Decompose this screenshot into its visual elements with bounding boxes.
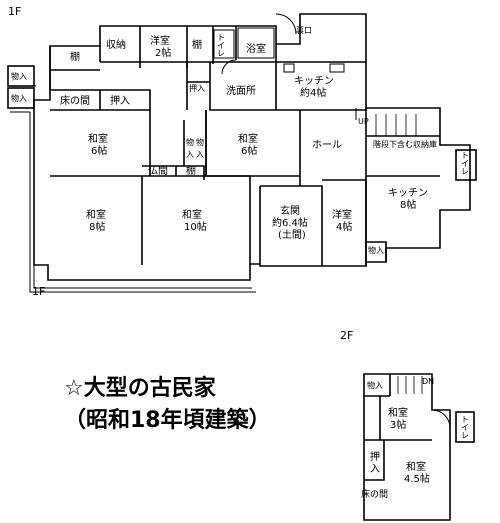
- room-oshiire-b: 押入: [189, 84, 205, 93]
- room-washitsu8-size: 8帖: [89, 222, 106, 233]
- room-kitchen8-name: キッチン: [388, 188, 428, 199]
- room-kaidan-storage: 階段下含む収納庫: [373, 140, 437, 149]
- bath: [237, 27, 275, 59]
- room-monoire-right: 物入: [368, 246, 384, 255]
- room-yoshitsu4-size: 4帖: [336, 222, 353, 233]
- room-tana-top: 棚: [192, 40, 202, 51]
- room-2f-washitsu3-name: 和室: [388, 408, 408, 419]
- outer-wall-1f: [33, 13, 471, 281]
- room-tana-left: 棚: [70, 52, 80, 63]
- toilet-2f: [455, 411, 475, 443]
- toilet-right-1f: [455, 149, 477, 181]
- room-kitchen4-size: 約4帖: [300, 88, 327, 99]
- caption-title: ☆大型の古民家: [64, 376, 216, 401]
- floor-label-1f-bottom: 1F: [32, 285, 46, 298]
- room-2f-tokonoma: 床の間: [361, 490, 389, 500]
- room-genkan-note: (土間): [278, 230, 306, 241]
- room-butsuma: 仏間: [148, 166, 168, 177]
- room-monoire-2: 物入: [11, 94, 27, 103]
- room-monoire-small2-b: 入: [196, 150, 204, 159]
- room-tokonoma: 床の間: [60, 96, 90, 107]
- room-monoire-1: 物入: [11, 72, 27, 81]
- veranda-line: [29, 100, 256, 293]
- outer-wall-2f: [363, 373, 451, 521]
- room-yoshitsu2-name: 洋室: [150, 36, 170, 47]
- room-2f-washitsu45-name: 和室: [406, 462, 426, 473]
- toilet-top: [213, 29, 235, 59]
- room-toilet-top: トイレ: [217, 33, 225, 58]
- room-yokushitsu: 浴室: [246, 44, 266, 55]
- room-washitsu10-name: 和室: [182, 210, 202, 221]
- sink: [283, 63, 295, 73]
- storage-left-1: [7, 65, 35, 87]
- storage-left-2: [7, 87, 35, 109]
- room-2f-washitsu3-size: 3帖: [390, 420, 407, 431]
- floor-label-2f: 2F: [340, 329, 354, 342]
- room-washitsu10-size: 10帖: [184, 222, 207, 233]
- room-senmenjo: 洗面所: [226, 86, 256, 97]
- room-kitchen8-size: 8帖: [400, 200, 417, 211]
- room-2f-oshiire: 押入: [370, 452, 380, 475]
- caption-subtitle: （昭和18年頃建築）: [64, 408, 271, 433]
- room-yoshitsu2-size: 2帖: [155, 48, 172, 59]
- room-2f-monoire: 物入: [367, 381, 383, 390]
- room-kitchen4-name: キッチン: [294, 76, 334, 87]
- room-washitsu6b-name: 和室: [238, 134, 258, 145]
- room-washitsu6a-size: 6帖: [91, 146, 108, 157]
- room-washitsu8-name: 和室: [86, 210, 106, 221]
- room-yoshitsu4-name: 洋室: [332, 210, 352, 221]
- room-hall: ホール: [312, 140, 342, 151]
- room-2f-washitsu45-size: 4.5帖: [404, 474, 430, 485]
- room-monoire-small-a: 物: [186, 138, 194, 147]
- room-2f-toilet: トイレ: [461, 415, 469, 440]
- floor-label-1f: 1F: [8, 5, 22, 18]
- room-shuno: 収納: [106, 40, 126, 51]
- room-tana-mid: 棚: [186, 166, 196, 177]
- stove: [329, 63, 345, 73]
- room-genkan-name: 玄関: [280, 206, 300, 217]
- label-up: UP: [358, 117, 369, 126]
- room-washitsu6b-size: 6帖: [241, 146, 258, 157]
- room-monoire-small2-a: 物: [196, 138, 204, 147]
- room-washitsu6a-name: 和室: [88, 134, 108, 145]
- room-oshiire-a: 押入: [110, 96, 130, 107]
- label-dn: DN: [422, 377, 435, 386]
- room-uraguchi: 裏口: [296, 26, 312, 35]
- room-monoire-small-b: 入: [186, 150, 194, 159]
- room-genkan-size: 約6.4帖: [272, 218, 308, 229]
- room-toilet-right: トイレ: [461, 151, 469, 176]
